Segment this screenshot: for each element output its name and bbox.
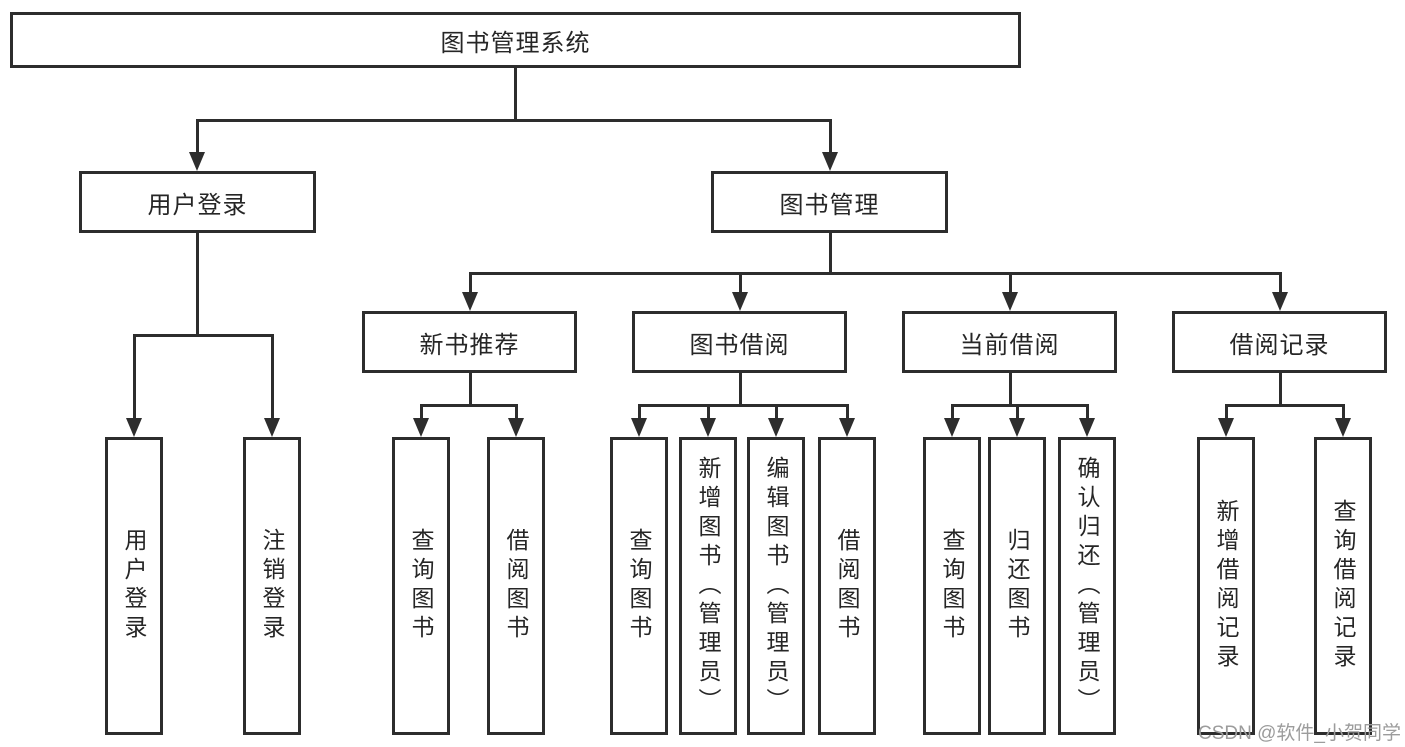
leaf-borrow-books-borrow: 借阅图书: [818, 437, 876, 735]
connector-vertical-line: [738, 373, 742, 405]
leaf-add-borrow-record: 新增借阅记录: [1197, 437, 1255, 735]
leaf-query-books-recommend-label: 查询图书: [408, 528, 434, 644]
connector-drop-line: [774, 405, 778, 420]
connector-horizontal-line: [132, 333, 274, 337]
leaf-borrow-books-borrow-label: 借阅图书: [834, 528, 860, 644]
arrowhead-down-icon: [413, 418, 429, 437]
leaf-edit-book-admin-label: 编辑图书（管理员）: [763, 455, 789, 717]
leaf-confirm-return-admin: 确认归还（管理员）: [1058, 437, 1116, 735]
leaf-query-borrow-record-label: 查询借阅记录: [1330, 499, 1356, 673]
node-book-management: 图书管理: [711, 171, 948, 233]
leaf-logout-label: 注销登录: [259, 528, 285, 644]
connector-drop-line: [845, 405, 849, 420]
connector-drop-line: [1341, 405, 1345, 420]
arrowhead-down-icon: [1009, 418, 1025, 437]
leaf-edit-book-admin: 编辑图书（管理员）: [747, 437, 805, 735]
leaf-return-book: 归还图书: [988, 437, 1046, 735]
connector-drop-line: [828, 120, 832, 154]
connector-vertical-line: [468, 373, 472, 405]
connector-vertical-line: [1008, 373, 1012, 405]
connector-vertical-line: [195, 233, 199, 335]
connector-drop-line: [738, 273, 742, 294]
leaf-query-books-current-label: 查询图书: [939, 528, 965, 644]
node-borrow-records-label: 借阅记录: [1229, 331, 1330, 359]
node-current-borrow: 当前借阅: [902, 311, 1117, 373]
connector-drop-line: [1008, 273, 1012, 294]
leaf-borrow-books-recommend-label: 借阅图书: [503, 528, 529, 644]
connector-drop-line: [706, 405, 710, 420]
node-book-management-label: 图书管理: [779, 191, 880, 219]
connector-horizontal-line: [950, 403, 1089, 407]
connector-horizontal-line: [468, 271, 1282, 275]
connector-drop-line: [1015, 405, 1019, 420]
leaf-add-book-admin-label: 新增图书（管理员）: [695, 455, 721, 717]
connector-drop-line: [514, 405, 518, 420]
arrowhead-down-icon: [700, 418, 716, 437]
leaf-query-borrow-record: 查询借阅记录: [1314, 437, 1372, 735]
arrowhead-down-icon: [944, 418, 960, 437]
arrowhead-down-icon: [1002, 292, 1018, 311]
arrowhead-down-icon: [126, 418, 142, 437]
node-book-borrow: 图书借阅: [632, 311, 847, 373]
node-root-label: 图书管理系统: [440, 29, 591, 57]
leaf-user-login-label: 用户登录: [121, 528, 147, 644]
leaf-return-book-label: 归还图书: [1004, 528, 1030, 644]
arrowhead-down-icon: [189, 152, 205, 171]
connector-vertical-line: [1278, 373, 1282, 405]
connector-horizontal-line: [419, 403, 518, 407]
watermark-text: CSDN @软件_小贺同学: [1198, 723, 1401, 744]
node-new-book-recommend: 新书推荐: [362, 311, 577, 373]
arrowhead-down-icon: [462, 292, 478, 311]
arrowhead-down-icon: [1079, 418, 1095, 437]
connector-horizontal-line: [637, 403, 849, 407]
node-book-borrow-label: 图书借阅: [689, 331, 790, 359]
arrowhead-down-icon: [631, 418, 647, 437]
leaf-add-borrow-record-label: 新增借阅记录: [1213, 499, 1239, 673]
connector-horizontal-line: [1224, 403, 1345, 407]
leaf-query-books-current: 查询图书: [923, 437, 981, 735]
connector-drop-line: [1278, 273, 1282, 294]
arrowhead-down-icon: [822, 152, 838, 171]
arrowhead-down-icon: [264, 418, 280, 437]
arrowhead-down-icon: [839, 418, 855, 437]
node-root: 图书管理系统: [10, 12, 1021, 68]
arrowhead-down-icon: [1335, 418, 1351, 437]
leaf-user-login: 用户登录: [105, 437, 163, 735]
arrowhead-down-icon: [1218, 418, 1234, 437]
connector-drop-line: [468, 273, 472, 294]
node-current-borrow-label: 当前借阅: [959, 331, 1060, 359]
leaf-query-books-borrow-label: 查询图书: [626, 528, 652, 644]
leaf-query-books-borrow: 查询图书: [610, 437, 668, 735]
connector-drop-line: [637, 405, 641, 420]
node-new-book-recommend-label: 新书推荐: [419, 331, 520, 359]
node-user-login-label: 用户登录: [147, 191, 248, 219]
connector-drop-line: [195, 120, 199, 154]
node-user-login: 用户登录: [79, 171, 316, 233]
leaf-borrow-books-recommend: 借阅图书: [487, 437, 545, 735]
connector-vertical-line: [513, 68, 517, 120]
leaf-query-books-recommend: 查询图书: [392, 437, 450, 735]
connector-drop-line: [132, 335, 136, 420]
leaf-add-book-admin: 新增图书（管理员）: [679, 437, 737, 735]
connector-drop-line: [1085, 405, 1089, 420]
leaf-logout: 注销登录: [243, 437, 301, 735]
connector-drop-line: [1224, 405, 1228, 420]
leaf-confirm-return-admin-label: 确认归还（管理员）: [1074, 455, 1100, 717]
arrowhead-down-icon: [732, 292, 748, 311]
node-borrow-records: 借阅记录: [1172, 311, 1387, 373]
connector-drop-line: [950, 405, 954, 420]
arrowhead-down-icon: [508, 418, 524, 437]
arrowhead-down-icon: [1272, 292, 1288, 311]
arrowhead-down-icon: [768, 418, 784, 437]
connector-horizontal-line: [195, 118, 832, 122]
connector-drop-line: [270, 335, 274, 420]
connector-vertical-line: [828, 233, 832, 273]
connector-drop-line: [419, 405, 423, 420]
